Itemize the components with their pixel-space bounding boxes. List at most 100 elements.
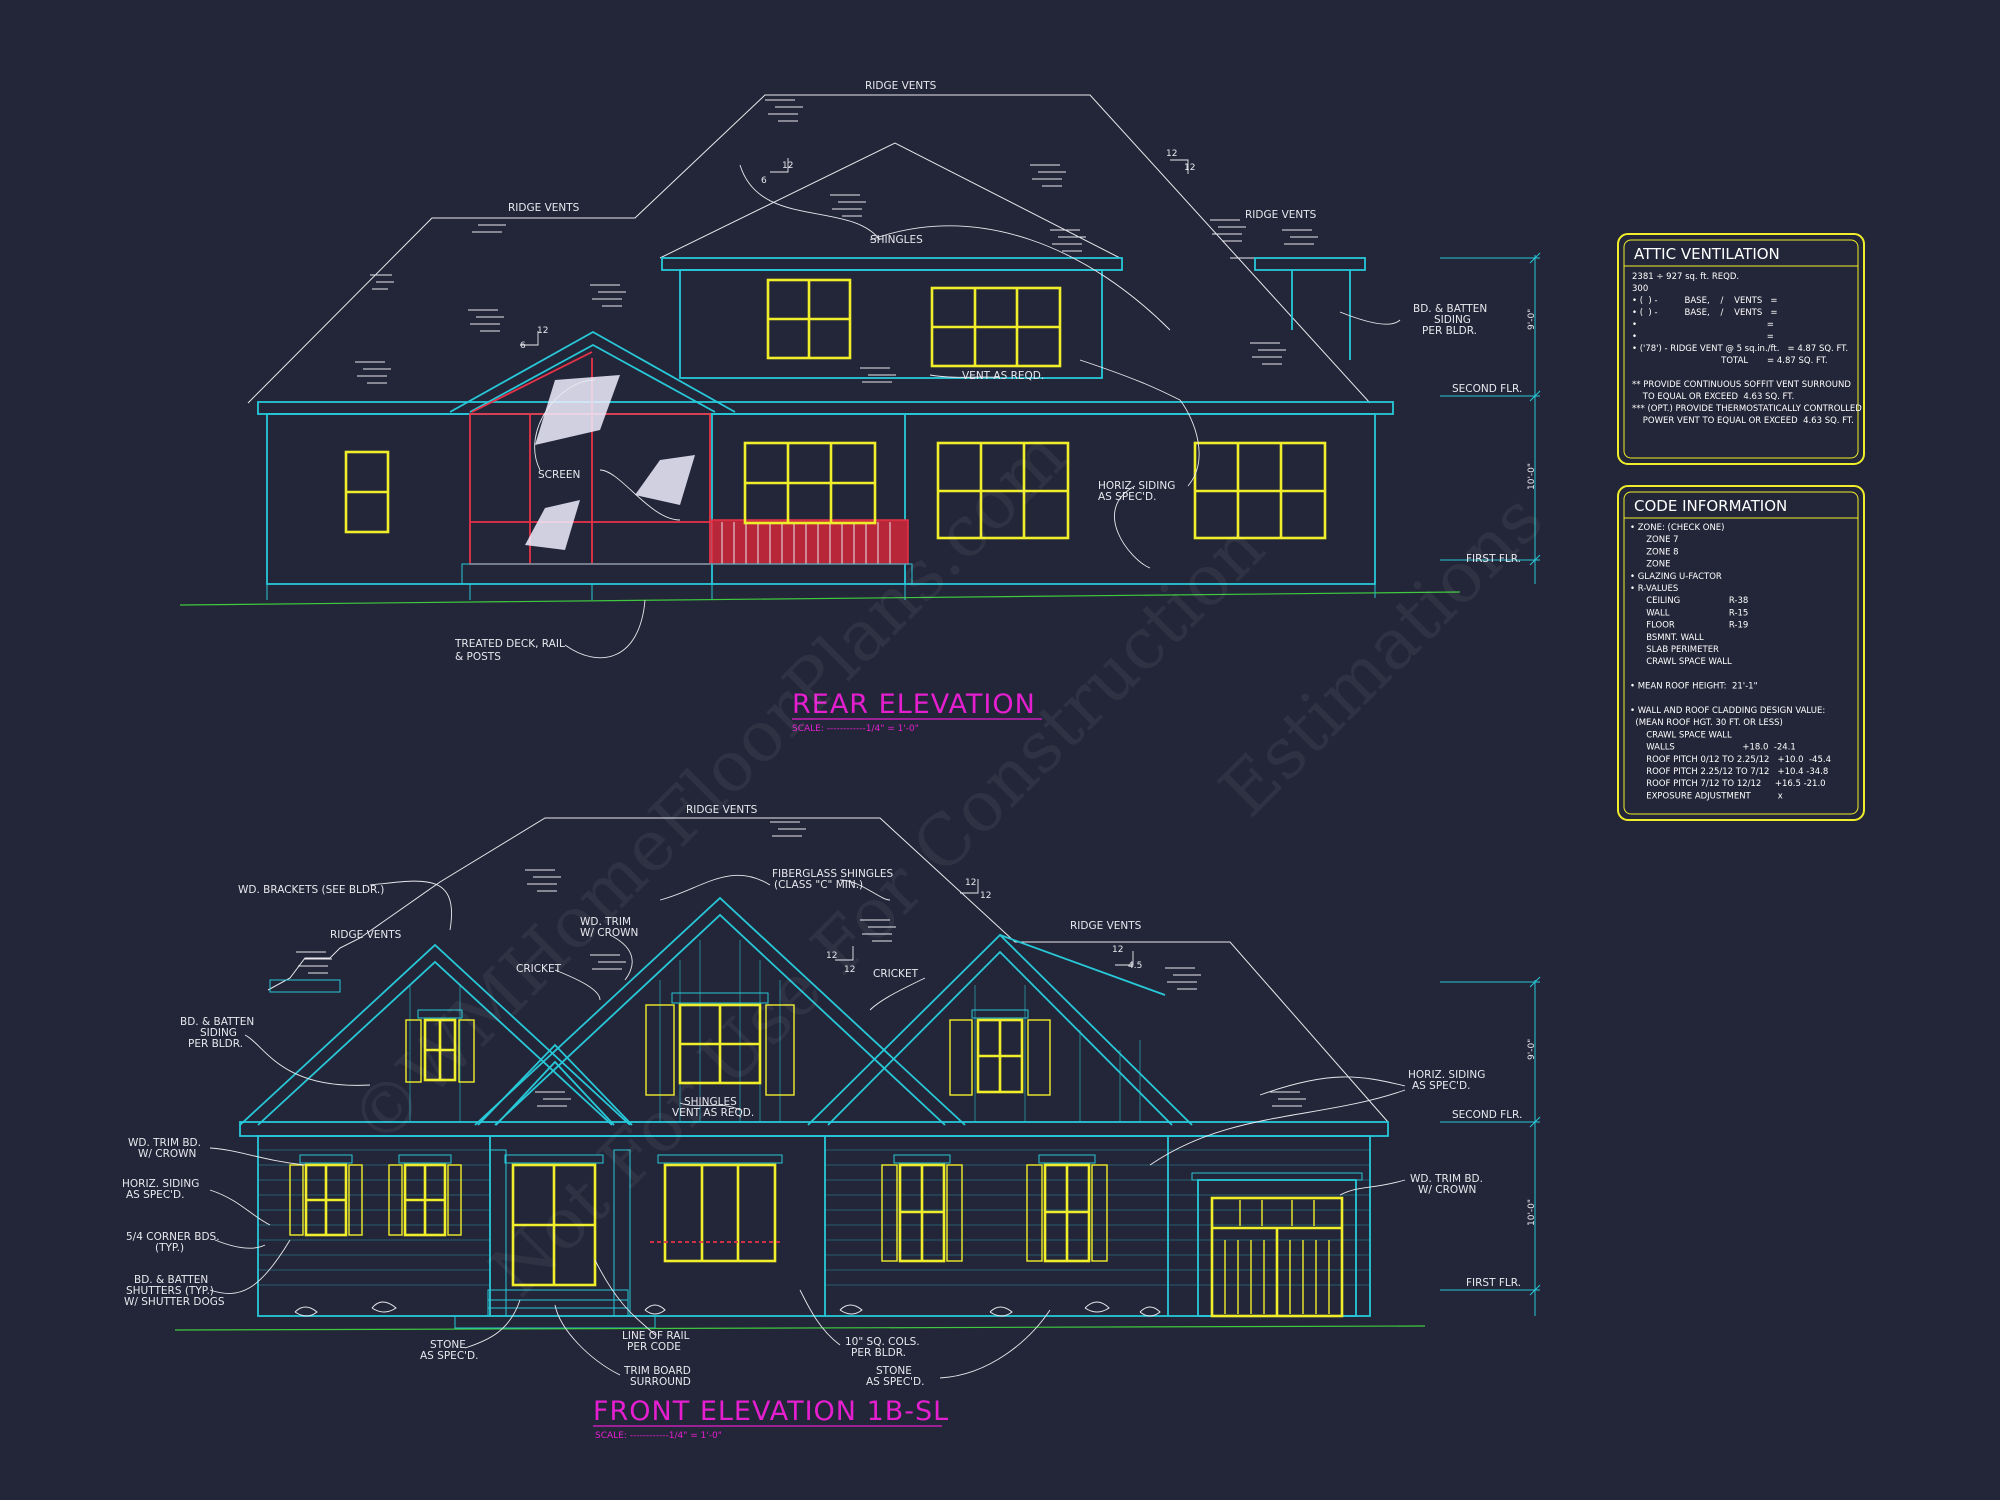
front-pitch-c-run: 4.5 xyxy=(1128,961,1142,971)
rear-label-first-flr: FIRST FLR. xyxy=(1466,553,1521,565)
front-label-cricket-2: CRICKET xyxy=(873,968,919,980)
rear-elevation-scale: SCALE: ------------1/4" = 1'-0" xyxy=(792,724,919,734)
front-label-bd-batten-3: PER BLDR. xyxy=(188,1038,243,1050)
front-label-horiz-right-1: HORIZ. SIDING xyxy=(1408,1069,1485,1081)
front-label-trim-board-1: TRIM BOARD xyxy=(623,1365,691,1377)
attic-line: 300 xyxy=(1632,284,1648,294)
front-label-horiz-right-2: AS SPEC'D. xyxy=(1412,1080,1470,1092)
rear-label-bd-batten-1: BD. & BATTEN xyxy=(1413,303,1487,315)
rear-label-ridge-vents-top: RIDGE VENTS xyxy=(865,80,937,92)
front-label-corner-2: (TYP.) xyxy=(155,1242,184,1254)
front-shingle-marks xyxy=(296,821,1306,1107)
front-pitch-a-rise: 12 xyxy=(965,878,976,888)
code-line: ROOF PITCH 0/12 TO 2.25/12 +10.0 -45.4 xyxy=(1630,755,1831,765)
front-label-ridge-vents-left: RIDGE VENTS xyxy=(330,929,402,941)
attic-line: • ( ) - BASE, / VENTS = xyxy=(1632,296,1778,306)
front-elevation-scale: SCALE: ------------1/4" = 1'-0" xyxy=(595,1431,722,1441)
code-line: SLAB PERIMETER xyxy=(1630,645,1719,655)
front-label-bd-batten-1: BD. & BATTEN xyxy=(180,1016,254,1028)
front-dim-lower: 10'-0" xyxy=(1527,1199,1537,1226)
front-pitch-b-rise: 12 xyxy=(826,951,837,961)
front-label-rail-1: LINE OF RAIL xyxy=(622,1330,690,1342)
code-line: • R-VALUES xyxy=(1630,584,1678,594)
attic-ventilation-lines: 2381 ÷ 927 sq. ft. REQD.300• ( ) - BASE,… xyxy=(1632,272,1862,426)
rear-pitch-c-run: 12 xyxy=(1184,163,1195,173)
front-label-shutters-3: W/ SHUTTER DOGS xyxy=(124,1296,225,1308)
code-line: ZONE 8 xyxy=(1630,547,1679,557)
code-information-panel: CODE INFORMATION • ZONE: (CHECK ONE) ZON… xyxy=(1617,485,1865,821)
front-elevation-title: FRONT ELEVATION 1B-SL xyxy=(593,1396,949,1427)
front-label-wd-trim-right-1: WD. TRIM BD. xyxy=(1410,1173,1483,1185)
attic-line: • = xyxy=(1632,332,1774,342)
attic-ventilation-panel: ATTIC VENTILATION 2381 ÷ 927 sq. ft. REQ… xyxy=(1617,233,1865,465)
front-label-bd-batten-2: SIDING xyxy=(200,1027,237,1039)
front-label-cricket-1: CRICKET xyxy=(516,963,562,975)
code-line: ROOF PITCH 2.25/12 TO 7/12 +10.4 -34.8 xyxy=(1630,767,1828,777)
front-label-shingles: SHINGLES xyxy=(684,1096,737,1108)
front-label-stone-left-2: AS SPEC'D. xyxy=(420,1350,478,1362)
attic-line: • ('78') - RIDGE VENT @ 5 sq.in./ft. = 4… xyxy=(1632,344,1848,354)
code-line: CRAWL SPACE WALL xyxy=(1630,730,1732,740)
front-label-stone-right-1: STONE xyxy=(876,1365,912,1377)
rear-label-vent-as-reqd: VENT AS REQD. xyxy=(962,370,1044,382)
watermark-line-3: Estimations xyxy=(1204,478,1558,832)
code-line: BSMNT. WALL xyxy=(1630,633,1704,643)
front-pitch-b-run: 12 xyxy=(844,965,855,975)
rear-pitch-a-rise: 6 xyxy=(761,176,767,186)
attic-line: TOTAL = 4.87 SQ. FT. xyxy=(1632,356,1828,366)
front-label-cols-1: 10" SQ. COLS. xyxy=(845,1336,920,1348)
front-label-shutters-1: BD. & BATTEN xyxy=(134,1274,208,1286)
code-line: EXPOSURE ADJUSTMENT x xyxy=(1630,791,1783,801)
rear-elevation-title: REAR ELEVATION xyxy=(792,689,1036,720)
code-line: • WALL AND ROOF CLADDING DESIGN VALUE: xyxy=(1630,706,1825,716)
attic-ventilation-title: ATTIC VENTILATION xyxy=(1634,245,1780,263)
attic-line: • = xyxy=(1632,320,1774,330)
rear-label-deck-2: & POSTS xyxy=(455,651,501,663)
attic-line: *** (OPT.) PROVIDE THERMOSTATICALLY CONT… xyxy=(1632,404,1862,414)
front-elevation-drawing: 12 12 12 12 12 4.5 xyxy=(122,804,1541,1388)
front-label-first-flr: FIRST FLR. xyxy=(1466,1277,1521,1289)
rear-pitch-a-run: 12 xyxy=(782,161,793,171)
rear-label-bd-batten-3: PER BLDR. xyxy=(1422,325,1477,337)
front-label-cols-2: PER BLDR. xyxy=(851,1347,906,1359)
attic-line: POWER VENT TO EQUAL OR EXCEED 4.63 SQ. F… xyxy=(1632,416,1854,426)
rear-label-deck-1: TREATED DECK, RAIL xyxy=(454,638,565,650)
front-label-second-flr: SECOND FLR. xyxy=(1452,1109,1522,1121)
code-line: CEILING R-38 xyxy=(1630,596,1748,606)
front-pitch-c-rise: 12 xyxy=(1112,945,1123,955)
front-label-rail-2: PER CODE xyxy=(627,1341,681,1353)
front-label-stone-right-2: AS SPEC'D. xyxy=(866,1376,924,1388)
rear-pitch-c-rise: 12 xyxy=(1166,149,1177,159)
front-label-horiz-left-2: AS SPEC'D. xyxy=(126,1189,184,1201)
code-line: WALLS +18.0 -24.1 xyxy=(1630,743,1796,753)
rear-pitch-b-rise: 6 xyxy=(520,341,526,351)
code-line: • GLAZING U-FACTOR xyxy=(1630,572,1722,582)
rear-dim-upper: 9'-0" xyxy=(1527,309,1537,330)
front-label-wd-trim-bd-1: WD. TRIM BD. xyxy=(128,1137,201,1149)
front-label-shutters-2: SHUTTERS (TYP.) xyxy=(126,1285,214,1297)
front-label-ridge-vents-right: RIDGE VENTS xyxy=(1070,920,1142,932)
attic-line: • ( ) - BASE, / VENTS = xyxy=(1632,308,1778,318)
front-label-wd-trim-1: WD. TRIM xyxy=(580,916,631,928)
rear-shingle-marks xyxy=(355,99,1318,384)
rear-label-ridge-vents-right: RIDGE VENTS xyxy=(1245,209,1317,221)
front-label-vent-as-reqd: VENT AS REQD. xyxy=(672,1107,754,1119)
code-line: WALL R-15 xyxy=(1630,608,1748,618)
rear-label-horiz-siding-1: HORIZ. SIDING xyxy=(1098,480,1175,492)
rear-label-ridge-vents-left: RIDGE VENTS xyxy=(508,202,580,214)
front-label-wd-brackets: WD. BRACKETS (SEE BLDR.) xyxy=(238,884,384,896)
code-line: FLOOR R-19 xyxy=(1630,621,1748,631)
code-line: CRAWL SPACE WALL xyxy=(1630,657,1732,667)
front-label-fiberglass-1: FIBERGLASS SHINGLES xyxy=(772,868,893,880)
front-label-ridge-vents-top: RIDGE VENTS xyxy=(686,804,758,816)
front-label-trim-board-2: SURROUND xyxy=(630,1376,691,1388)
rear-elevation-drawing: 6 12 6 12 12 12 RIDGE VENTS RIDGE VENTS … xyxy=(179,80,1541,663)
attic-line: TO EQUAL OR EXCEED 4.63 SQ. FT. xyxy=(1632,392,1794,402)
code-line: • ZONE: (CHECK ONE) xyxy=(1630,523,1724,533)
front-pitch-a-run: 12 xyxy=(980,891,991,901)
rear-label-shingles: SHINGLES xyxy=(870,234,923,246)
rear-dim-lower: 10'-0" xyxy=(1527,463,1537,490)
code-information-lines: • ZONE: (CHECK ONE) ZONE 7 ZONE 8 ZONE• … xyxy=(1630,523,1831,801)
code-line: ROOF PITCH 7/12 TO 12/12 +16.5 -21.0 xyxy=(1630,779,1826,789)
rear-label-screen: SCREEN xyxy=(538,469,580,481)
